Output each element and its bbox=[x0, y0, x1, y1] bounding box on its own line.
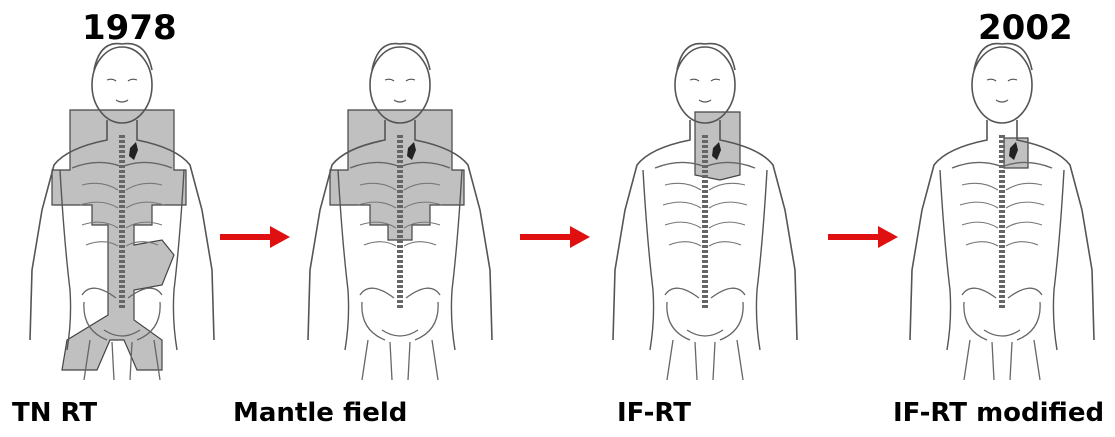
caption-mantle-field: Mantle field bbox=[233, 398, 407, 428]
caption-if-rt-modified: IF-RT modified bbox=[893, 398, 1104, 428]
arrow-2 bbox=[520, 226, 590, 248]
caption-if-rt: IF-RT bbox=[617, 398, 691, 428]
right-arrow-icon bbox=[220, 226, 290, 248]
right-arrow-icon bbox=[520, 226, 590, 248]
figure-if-rt bbox=[595, 40, 815, 380]
figure-if-rt-modified bbox=[892, 40, 1112, 380]
arrow-3 bbox=[828, 226, 898, 248]
right-arrow-icon bbox=[828, 226, 898, 248]
arrow-1 bbox=[220, 226, 290, 248]
figure-mantle-field bbox=[290, 40, 510, 380]
caption-tn-rt: TN RT bbox=[12, 398, 97, 428]
figure-tn-rt bbox=[12, 40, 232, 380]
